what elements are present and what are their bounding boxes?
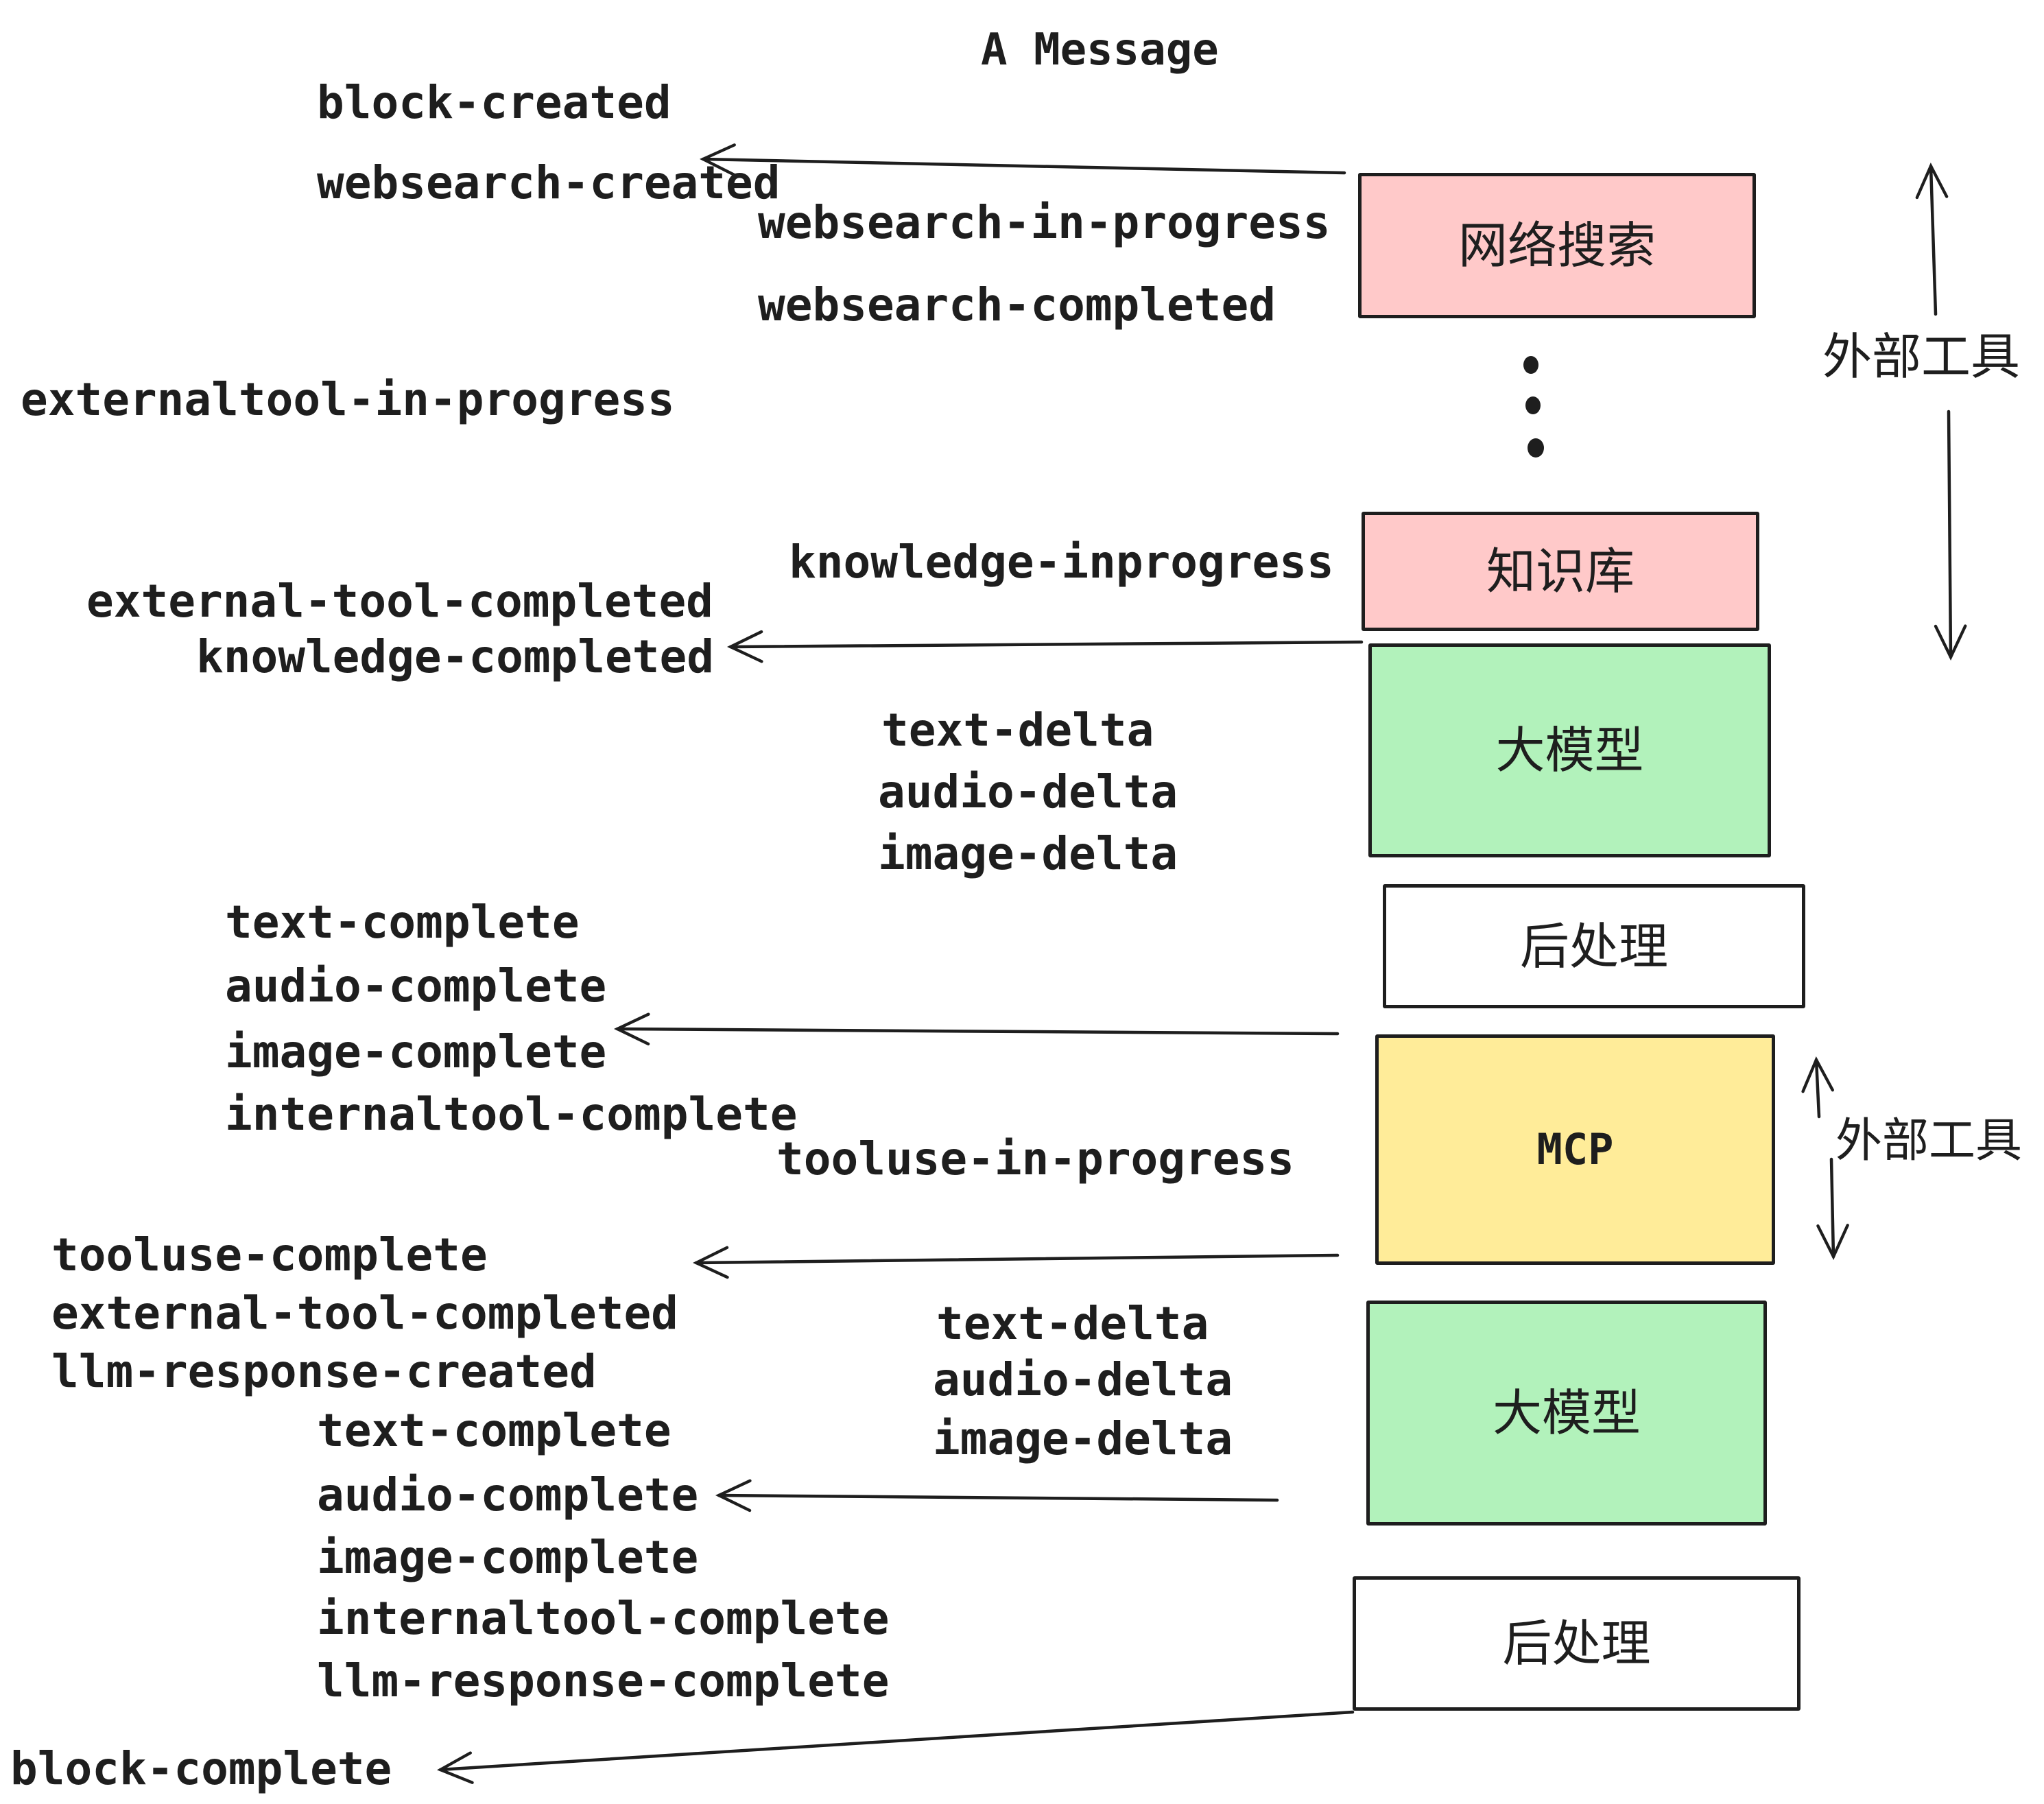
box-mcp-label: MCP <box>1536 1124 1614 1174</box>
arrow-to-image-complete <box>613 1012 1340 1046</box>
box-postprocess-2: 后处理 <box>1353 1576 1801 1711</box>
arrow-to-tooluse-complete <box>692 1246 1340 1279</box>
box-llm-2: 大模型 <box>1366 1301 1767 1526</box>
box-mcp: MCP <box>1375 1034 1775 1265</box>
box-llm-1: 大模型 <box>1368 643 1771 857</box>
event-internaltool-complete-2: internaltool-complete <box>317 1592 890 1645</box>
event-image-delta-2: image-delta <box>933 1412 1233 1465</box>
event-audio-complete-1: audio-complete <box>225 960 607 1012</box>
arrow-to-block-complete <box>436 1710 1355 1784</box>
event-audio-complete-2: audio-complete <box>317 1469 699 1521</box>
event-image-complete-2: image-complete <box>317 1531 699 1584</box>
side-label-external-tools-1: 外部工具 <box>1822 328 2021 385</box>
arrow-external-tools-1-down <box>1934 410 1967 661</box>
event-block-complete: block-complete <box>10 1742 392 1795</box>
event-knowledge-completed: knowledge-completed <box>196 630 714 683</box>
event-websearch-created: websearch-created <box>317 156 781 209</box>
diagram-title: A Message <box>981 25 1219 75</box>
box-llm-1-label: 大模型 <box>1495 722 1644 779</box>
event-websearch-in-progress: websearch-in-progress <box>758 196 1331 249</box>
box-postprocess-1-label: 后处理 <box>1519 917 1668 975</box>
event-text-complete-1: text-complete <box>225 896 580 949</box>
event-llm-response-complete: llm-response-complete <box>317 1654 890 1707</box>
event-externaltool-in-progress: externaltool-in-progress <box>21 373 675 426</box>
event-knowledge-inprogress: knowledge-inprogress <box>789 536 1334 589</box>
arrow-to-block-created <box>699 143 1346 176</box>
event-audio-delta-2: audio-delta <box>933 1353 1233 1406</box>
box-llm-2-label: 大模型 <box>1492 1384 1641 1442</box>
event-image-complete-1: image-complete <box>225 1025 607 1078</box>
box-websearch-label: 网络搜索 <box>1458 217 1656 274</box>
side-label-external-tools-2: 外部工具 <box>1835 1114 2023 1168</box>
arrow-to-audio-complete <box>715 1479 1279 1512</box>
event-text-delta-2: text-delta <box>936 1297 1209 1350</box>
box-knowledge-base-label: 知识库 <box>1486 543 1635 600</box>
arrow-external-tools-1-up <box>1915 162 1949 316</box>
arrow-to-knowledge-completed <box>726 630 1364 663</box>
arrow-external-tools-2-up <box>1801 1056 1834 1119</box>
box-websearch: 网络搜索 <box>1358 173 1756 318</box>
event-text-delta-1: text-delta <box>881 704 1154 757</box>
event-block-created: block-created <box>317 76 672 129</box>
event-text-complete-2: text-complete <box>317 1404 672 1457</box>
event-internaltool-complete-1: internaltool-complete <box>225 1088 798 1141</box>
event-llm-response-created: llm-response-created <box>51 1345 597 1398</box>
event-websearch-completed: websearch-completed <box>758 278 1276 331</box>
arrow-external-tools-2-down <box>1816 1157 1849 1261</box>
event-external-tool-completed-1: external-tool-completed <box>86 575 713 628</box>
box-knowledge-base: 知识库 <box>1362 512 1759 631</box>
event-tooluse-in-progress: tooluse-in-progress <box>776 1132 1294 1185</box>
event-external-tool-completed-2: external-tool-completed <box>51 1287 678 1340</box>
box-postprocess-2-label: 后处理 <box>1502 1615 1651 1672</box>
event-audio-delta-1: audio-delta <box>878 765 1178 818</box>
ellipsis-dots-icon <box>1523 356 1544 458</box>
box-postprocess-1: 后处理 <box>1383 884 1805 1008</box>
event-tooluse-complete: tooluse-complete <box>51 1229 488 1281</box>
event-image-delta-1: image-delta <box>878 827 1178 880</box>
